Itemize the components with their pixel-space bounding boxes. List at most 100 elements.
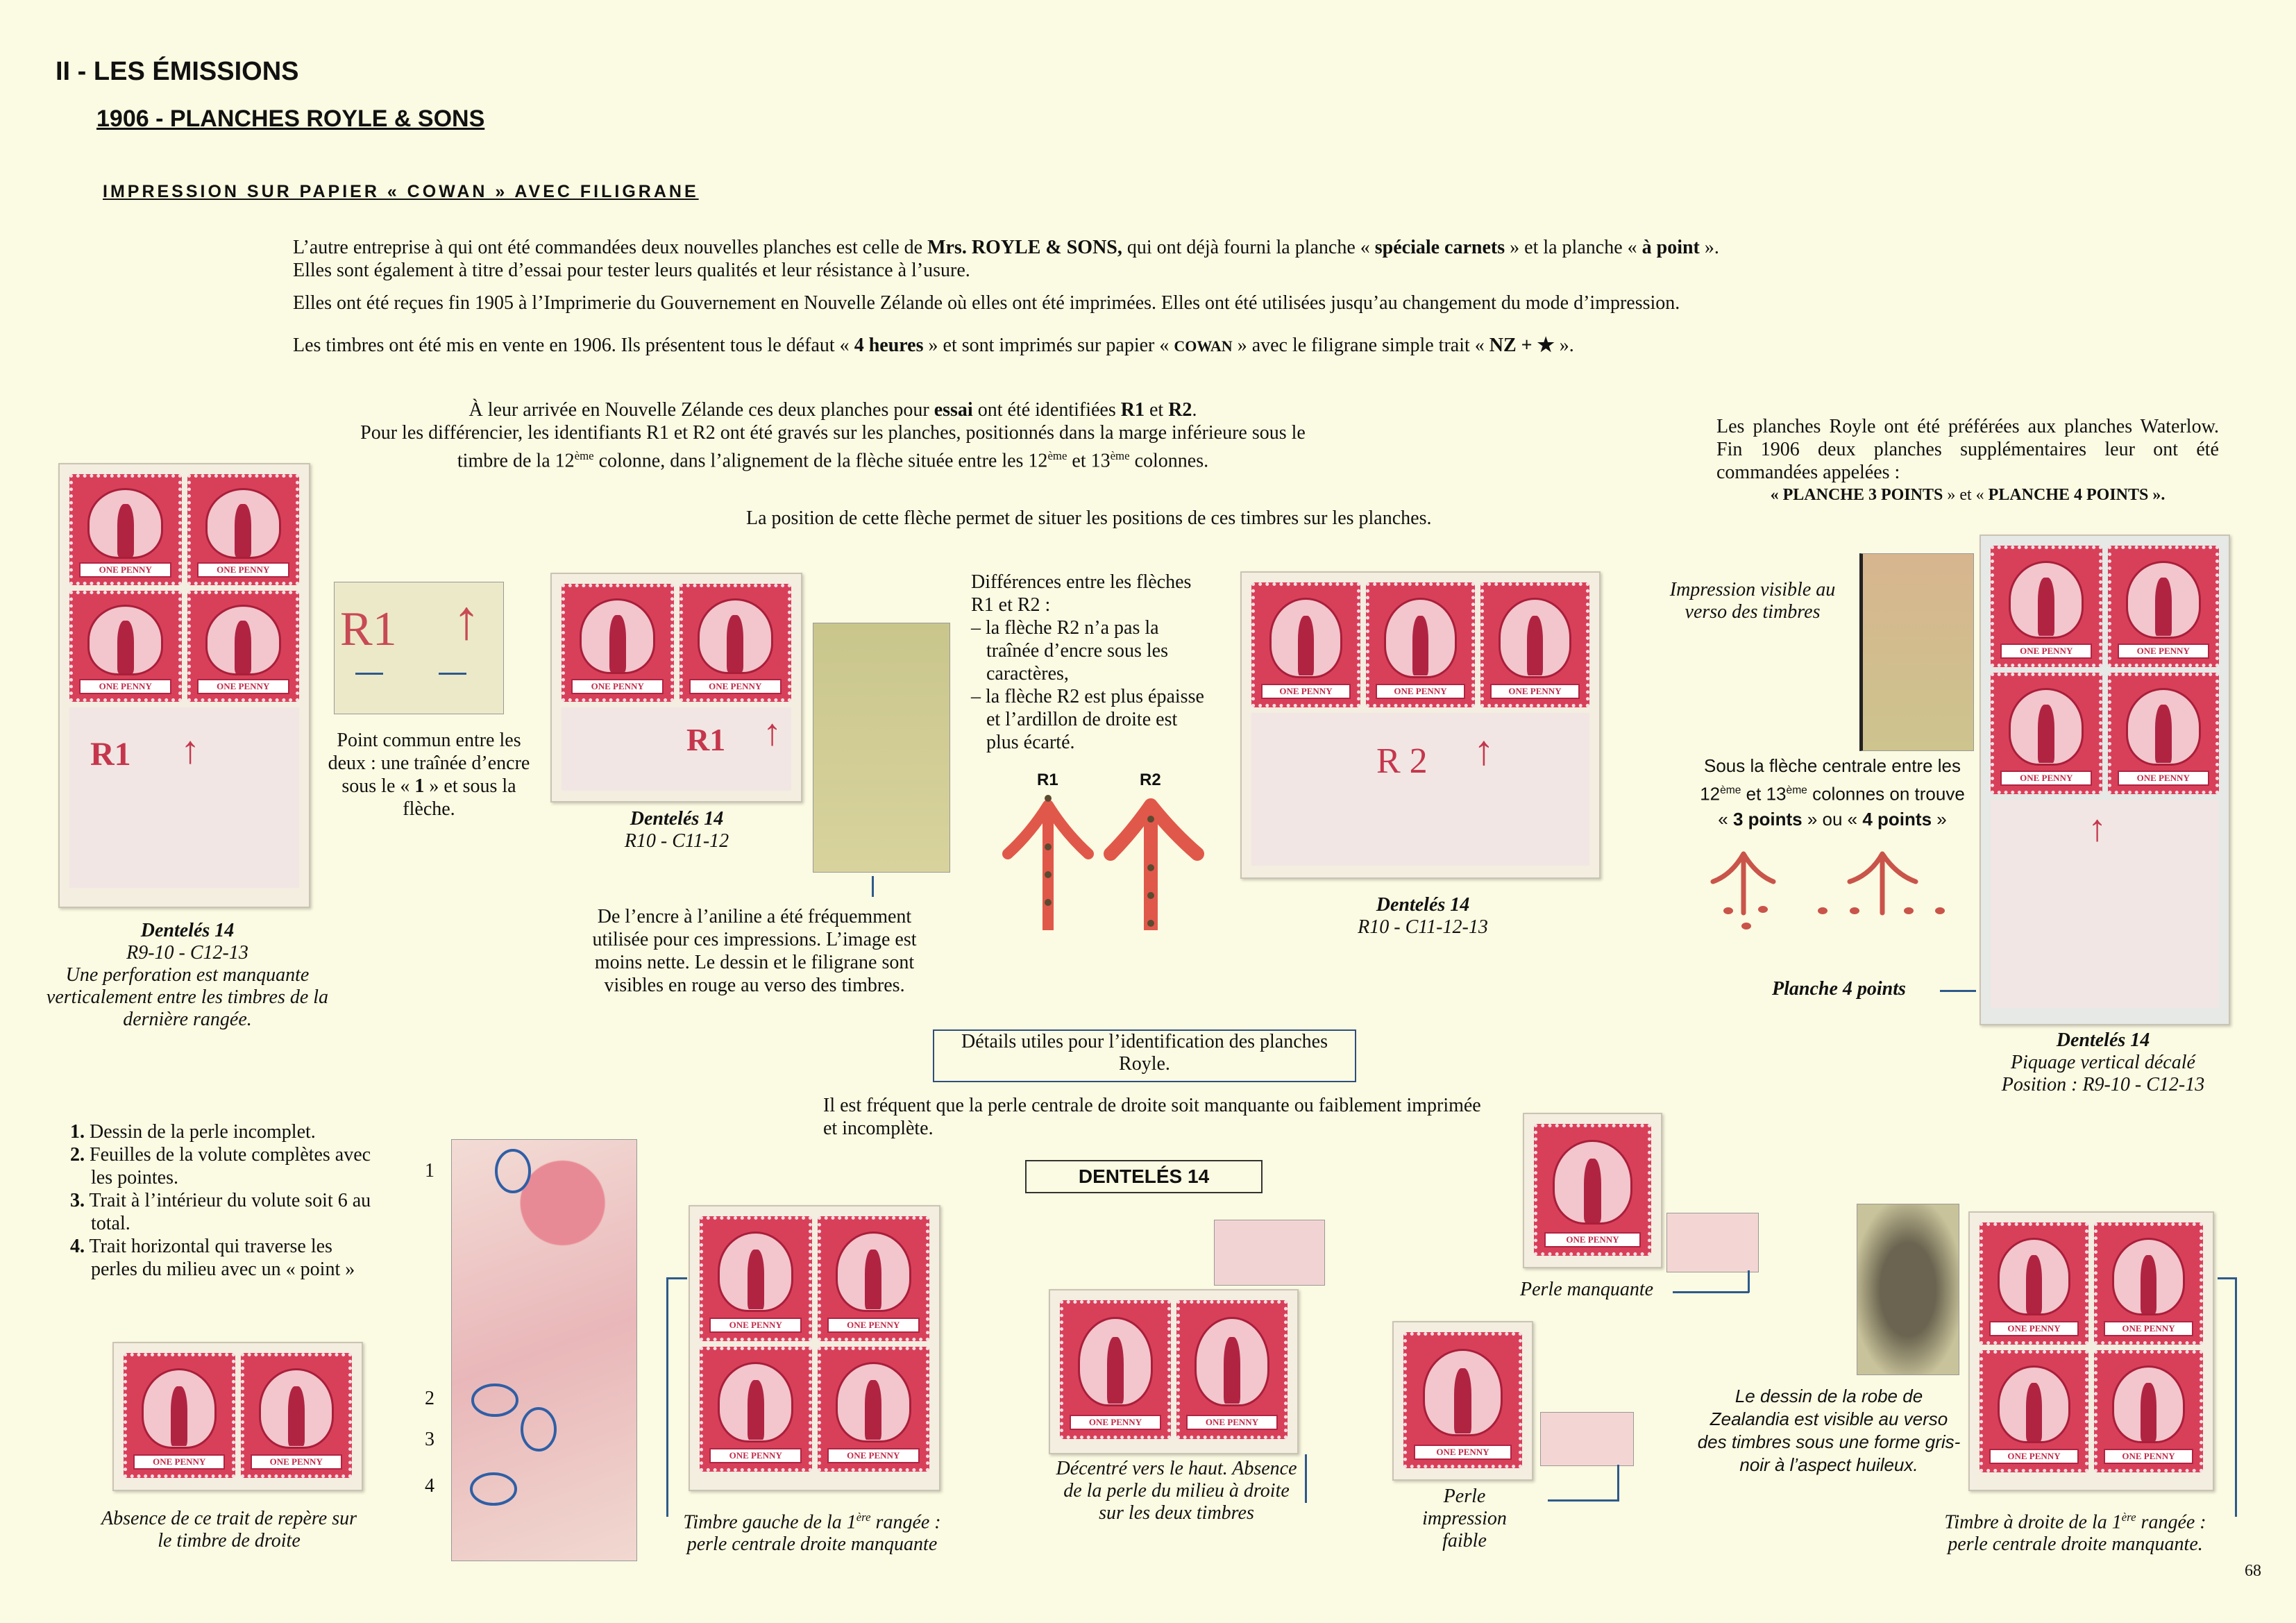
text: 1. <box>70 1121 85 1143</box>
zealandia-figure <box>1412 615 1429 676</box>
aniline-note: De l’encre à l’aniline a été fréquemment… <box>592 906 917 996</box>
zealandia-figure <box>117 503 134 557</box>
perle-manquante-caption: Perle manquante <box>1520 1279 1654 1300</box>
text: rangée : <box>2136 1511 2206 1533</box>
text: ème <box>1720 784 1741 796</box>
arrow-differences: Différences entre les flèches R1 et R2 :… <box>971 571 1207 754</box>
zealandia-figure <box>1107 1336 1124 1404</box>
text: Sous la flèche centrale entre les <box>1704 755 1961 776</box>
identification-paragraph: À leur arrivée en Nouvelle Zélande ces d… <box>292 398 1374 472</box>
zealandia-figure <box>747 1249 764 1310</box>
text: 3 points <box>1732 808 1803 830</box>
stamp-value-label: ONE PENNY <box>1070 1415 1161 1431</box>
marker-number: 2 <box>425 1388 434 1409</box>
verso-note: Impression visible au verso des timbres <box>1669 579 1836 623</box>
block2-caption: Dentelés 14 R10 - C11-12 <box>555 808 798 852</box>
text: » et « <box>1943 486 1989 504</box>
zealandia-figure <box>2038 705 2055 764</box>
stamp: ONE PENNY <box>1534 1124 1651 1256</box>
zealandia-figure <box>235 503 252 557</box>
zealandia-figure <box>1526 615 1544 676</box>
pointer-line <box>2235 1277 2237 1517</box>
perle-faible-closeup <box>1540 1412 1634 1466</box>
stamp-value-label: ONE PENNY <box>689 678 782 694</box>
perle-closeup-image <box>1214 1220 1325 1286</box>
zealandia-figure <box>235 620 252 673</box>
stamp-value-label: ONE PENNY <box>196 562 289 578</box>
stamp-value-label: ONE PENNY <box>1489 684 1580 700</box>
points-note: Sous la flèche centrale entre les 12ème … <box>1694 753 1971 832</box>
text: » et la planche « <box>1505 237 1642 258</box>
arrow-icon: ↑ <box>1474 728 1494 773</box>
perle-faible-caption: Perle impression faible <box>1422 1486 1507 1551</box>
text: Les timbres ont été mis en vente en 1906… <box>293 335 854 356</box>
text: 2. <box>70 1144 85 1166</box>
stamp-value-label: ONE PENNY <box>1544 1231 1641 1247</box>
stamp-value-label: ONE PENNY <box>709 1448 802 1464</box>
stamp-value-label: ONE PENNY <box>1989 1321 2079 1337</box>
stamp: ONE PENNY <box>69 591 182 702</box>
stamp: ONE PENNY <box>69 474 182 585</box>
stamp-value-label: ONE PENNY <box>2103 1449 2194 1465</box>
stamp: ONE PENNY <box>1991 673 2102 794</box>
text: 4. <box>70 1236 85 1257</box>
stamp-value-label: ONE PENNY <box>1186 1415 1278 1431</box>
r1-common-note: Point commun entre les deux : une traîné… <box>326 729 532 821</box>
stamp: ONE PENNY <box>2107 673 2219 794</box>
block1-caption: Dentelés 14 R9-10 - C12-13 Une perforati… <box>42 920 333 1031</box>
text: Timbre à droite de la 1 <box>1944 1511 2122 1533</box>
text: perle centrale droite manquante <box>686 1533 938 1556</box>
text: 3. <box>70 1190 85 1211</box>
intro-paragraph-2: Elles ont été reçues fin 1905 à l’Imprim… <box>293 292 1680 314</box>
text: » et sont imprimés sur papier « <box>923 335 1174 356</box>
text: . <box>1192 399 1197 421</box>
text: colonnes. <box>1129 450 1209 472</box>
text: Position : R9-10 - C12-13 <box>2001 1074 2205 1095</box>
stamp-value-label: ONE PENNY <box>827 1448 920 1464</box>
text: – la flèche R2 est plus épaisse et l’ard… <box>971 686 1204 753</box>
stamp: ONE PENNY <box>124 1353 235 1478</box>
pointer-line <box>1673 1291 1749 1293</box>
frequent-note: Il est fréquent que la perle centrale de… <box>823 1095 1481 1139</box>
pointer-line <box>872 876 874 897</box>
right-first-row-caption: Timbre à droite de la 1ère rangée : perl… <box>1916 1506 2235 1556</box>
pointer-line <box>666 1277 668 1517</box>
text: ère <box>856 1511 871 1524</box>
text: ». <box>1554 335 1574 356</box>
stamp: ONE PENNY <box>1366 582 1475 707</box>
intro-paragraph-3: Les timbres ont été mis en vente en 1906… <box>293 334 1574 358</box>
text: Dentelés 14 <box>630 808 724 830</box>
marker-number: 4 <box>425 1475 434 1497</box>
section-heading: IMPRESSION SUR PAPIER « COWAN » AVEC FIL… <box>103 182 699 201</box>
text: Les planches Royle ont été préférées aux… <box>1716 416 2219 483</box>
text: – la flèche R2 n’a pas la traînée d’encr… <box>971 617 1168 684</box>
zealandia-figure <box>2154 578 2172 637</box>
text: ». <box>2148 486 2166 504</box>
marker-number: 3 <box>425 1429 434 1450</box>
text: Timbre gauche de la 1 <box>683 1511 856 1533</box>
stamp: ONE PENNY <box>1403 1332 1522 1468</box>
sheet-margin: R 2 ↑ <box>1251 713 1589 866</box>
sheet-margin: ↑ <box>1991 800 2219 1008</box>
zealandia-figure <box>171 1386 188 1447</box>
zealandia-figure <box>2154 705 2172 764</box>
stamp-value-label: ONE PENNY <box>250 1454 342 1470</box>
stamp: ONE PENNY <box>2094 1222 2203 1345</box>
stamp-value-label: ONE PENNY <box>709 1318 802 1334</box>
identification-list: 1. Dessin de la perle incomplet. 2. Feui… <box>70 1120 375 1281</box>
text: Différences entre les flèches R1 et R2 : <box>971 571 1192 616</box>
arrow-icon: ↑ <box>763 712 782 753</box>
stamp-pair-absence: ONE PENNY ONE PENNY <box>112 1342 363 1491</box>
zealandia-figure <box>2140 1382 2157 1442</box>
zealandia-figure <box>1583 1159 1602 1222</box>
text: ème <box>1047 449 1067 462</box>
text: » avec le filigrane simple trait « <box>1232 335 1489 356</box>
stamp: ONE PENNY <box>817 1347 929 1472</box>
planche-3-points: PLANCHE 3 POINTS <box>1782 486 1943 504</box>
stamp: ONE PENNY <box>1980 1350 2088 1472</box>
single-stamp-perle-manquante: ONE PENNY <box>1523 1113 1662 1268</box>
stamp: ONE PENNY <box>1480 582 1589 707</box>
text: 12 <box>1700 783 1721 805</box>
